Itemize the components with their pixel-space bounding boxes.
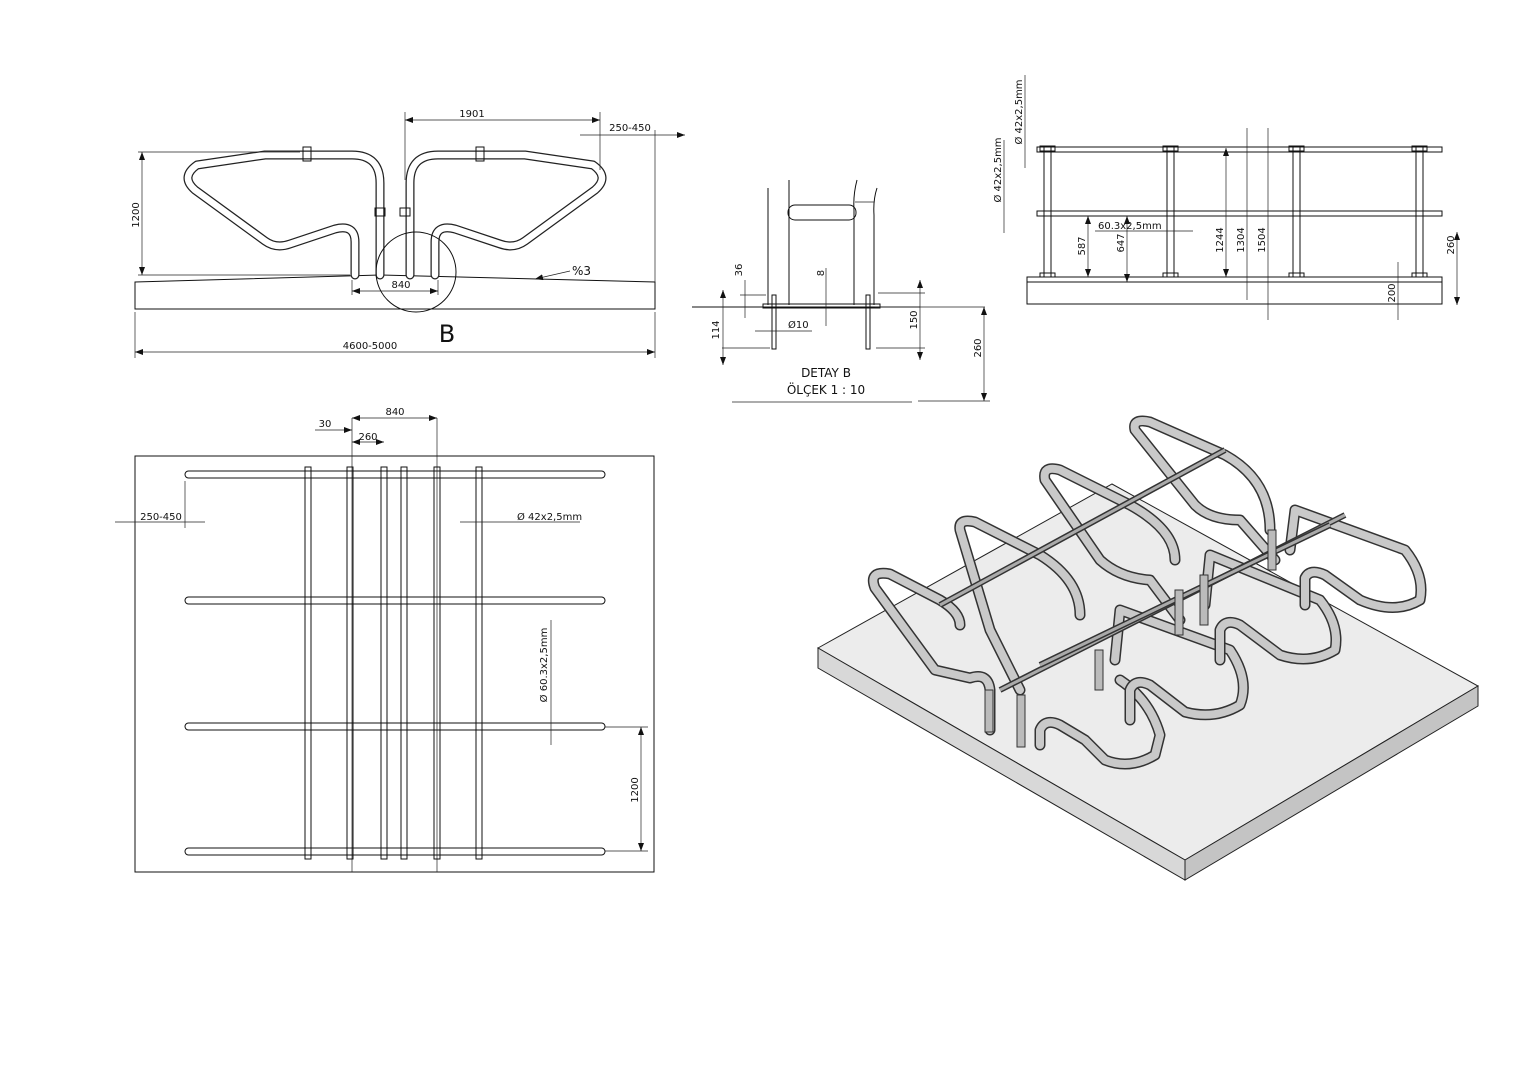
dim-114: 114: [711, 320, 722, 339]
concrete-slab: [134, 274, 656, 310]
dim-150: 150: [909, 310, 920, 329]
tube-post-label: Ø 60.3x2,5mm: [538, 628, 550, 703]
dim-200: 200: [1387, 283, 1398, 302]
dim-total: 4600-5000: [343, 341, 398, 352]
isometric-view: [816, 415, 1480, 881]
dim-587: 587: [1077, 236, 1088, 255]
dim-1244: 1244: [1215, 227, 1226, 252]
dim-840: 840: [385, 407, 404, 418]
tube-top-label: Ø 42x2,5mm: [1013, 79, 1025, 144]
side-view: Ø 42x2,5mm Ø 42x2,5mm 587 647 60.3x2,5mm…: [992, 75, 1460, 320]
front-view: 1200 1901 250-450 840 %3 4600-5000 B: [131, 109, 685, 358]
detail-label-b: B: [439, 320, 455, 348]
rack-wings: [867, 415, 1427, 770]
dim-overhang: 250-450: [140, 512, 182, 523]
tube-rail-label: Ø 42x2,5mm: [517, 511, 582, 523]
rails: [184, 470, 606, 856]
longitudinal-tubes: [304, 466, 483, 860]
tube-mid-label: Ø 42x2,5mm: [992, 137, 1004, 202]
dim-1304: 1304: [1236, 227, 1247, 252]
dim-span: 1901: [459, 109, 484, 120]
plan-view: 30 840 260 250-450 Ø 42x2,5mm Ø 60.3x2,5…: [115, 407, 655, 873]
detail-b-view: 36 8 114 Ø10 150 260 DETAY B ÖLÇEK 1 : 1…: [692, 179, 990, 403]
dim-1504: 1504: [1257, 227, 1268, 252]
concrete-slab: [1026, 276, 1443, 305]
detail-title: DETAY B: [801, 366, 851, 380]
dim-36: 36: [734, 264, 745, 277]
dim-260: 260: [973, 338, 984, 357]
detail-scale: ÖLÇEK 1 : 10: [787, 381, 865, 397]
longitudinal-beams: [938, 447, 1347, 693]
dim-height: 1200: [131, 202, 142, 227]
slope-label: %3: [572, 264, 591, 278]
posts: [984, 529, 1277, 748]
slab-side-right: [1184, 685, 1479, 881]
dim-bolt-diameter: Ø10: [788, 319, 809, 331]
dim-base: 840: [391, 280, 410, 291]
dim-260: 260: [358, 432, 377, 443]
dim-8: 8: [816, 270, 827, 276]
detail-b-callout-circle: [375, 231, 457, 313]
right-wing-rack: [399, 146, 607, 280]
dim-1200: 1200: [630, 777, 641, 802]
dim-overhang: 250-450: [609, 123, 651, 134]
concrete-slab-outline: [134, 455, 655, 873]
dim-647: 647: [1116, 233, 1127, 252]
tube-post-label: 60.3x2,5mm: [1098, 221, 1162, 232]
dim-30: 30: [319, 419, 332, 430]
left-wing-rack: [183, 146, 386, 280]
rails: [1036, 146, 1443, 217]
posts: [1039, 145, 1428, 278]
dim-260: 260: [1446, 235, 1457, 254]
